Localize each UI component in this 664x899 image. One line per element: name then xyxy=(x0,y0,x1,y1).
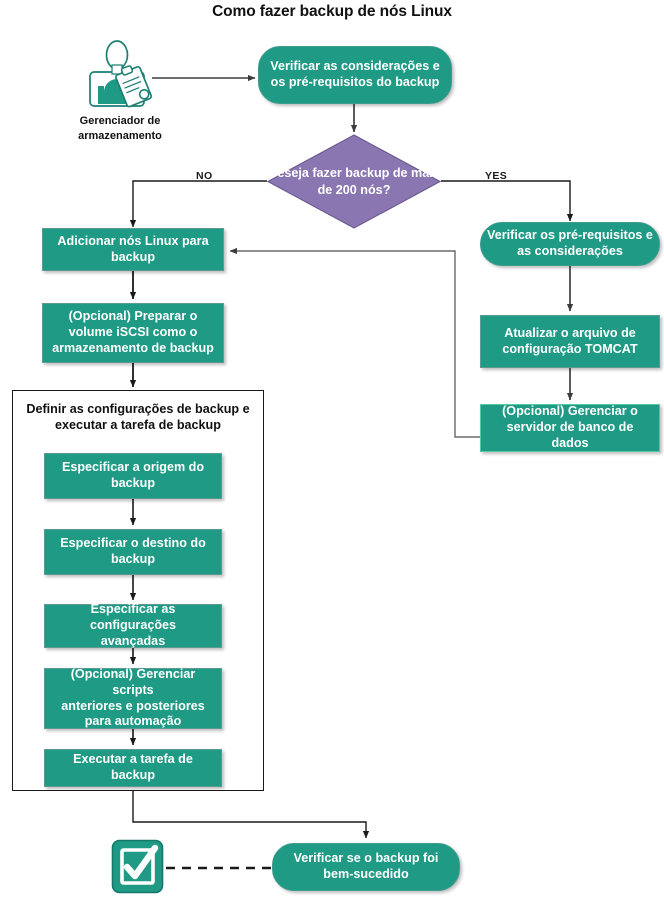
branch-label-no: NO xyxy=(196,170,213,182)
node-line1: Verificar as considerações e xyxy=(270,59,440,74)
node-line2: as considerações xyxy=(517,244,623,258)
checked-checkbox-icon xyxy=(110,838,166,896)
storage-manager-person-icon xyxy=(84,38,156,112)
node-line1: Especificar o destino do xyxy=(60,536,206,551)
node-line1: Verificar os pré-requisitos e xyxy=(487,228,653,243)
group-title: Definir as configurações de backup e exe… xyxy=(16,401,260,434)
page-title: Como fazer backup de nós Linux xyxy=(212,3,452,20)
node-line1: Atualizar o arquivo de xyxy=(504,325,636,340)
node-line2: volume iSCSI como o xyxy=(68,325,198,339)
node-line1: (Opcional) Gerenciar scripts xyxy=(70,666,196,697)
node-line2: avançadas xyxy=(100,634,166,648)
node-run-backup-job[interactable]: Executar a tarefa de backup xyxy=(44,749,222,787)
node-manage-database-server[interactable]: (Opcional) Gerenciar o servidor de banco… xyxy=(480,404,660,452)
node-line3: para automação xyxy=(84,714,182,729)
node-specify-advanced-settings[interactable]: Especificar as configurações avançadas xyxy=(44,602,222,648)
node-line1: Especificar a origem do xyxy=(61,460,205,475)
node-verify-backup-success[interactable]: Verificar se o backup foi bem-sucedido xyxy=(272,843,460,891)
node-line2: anteriores e posteriores xyxy=(61,698,205,713)
group-configure-and-run-backup xyxy=(12,390,264,791)
node-line2: backup xyxy=(110,476,156,490)
node-update-tomcat-config[interactable]: Atualizar o arquivo de configuração TOMC… xyxy=(480,315,660,368)
actor-caption-line1: Gerenciador de xyxy=(79,115,161,127)
group-title-line1: Definir as configurações de backup e xyxy=(26,402,250,416)
node-specify-backup-source[interactable]: Especificar a origem do backup xyxy=(44,453,222,499)
node-line2: bem-sucedido xyxy=(323,867,409,881)
node-line2: servidor de banco de dados xyxy=(506,420,634,450)
node-prepare-iscsi-volume[interactable]: (Opcional) Preparar o volume iSCSI como … xyxy=(42,303,224,363)
node-line2: configuração TOMCAT xyxy=(502,341,638,356)
branch-label-yes: YES xyxy=(485,170,508,182)
node-specify-backup-destination[interactable]: Especificar o destino do backup xyxy=(44,529,222,575)
node-line1: (Opcional) Preparar o xyxy=(68,309,198,324)
group-title-line2: executar a tarefa de backup xyxy=(55,418,221,433)
node-line1: (Opcional) Gerenciar o xyxy=(502,404,638,419)
node-check-prerequisites-considerations[interactable]: Verificar os pré-requisitos e as conside… xyxy=(480,222,660,266)
node-manage-pre-post-scripts[interactable]: (Opcional) Gerenciar scripts anteriores … xyxy=(44,666,222,729)
actor-caption-line2: armazenamento xyxy=(78,129,162,142)
node-line3: armazenamento de backup xyxy=(52,340,214,355)
node-add-linux-nodes[interactable]: Adicionar nós Linux para backup xyxy=(42,228,224,271)
node-line1: Especificar as configurações xyxy=(89,602,177,633)
node-line2: backup xyxy=(110,552,156,566)
node-line1: Verificar se o backup foi xyxy=(293,851,439,866)
node-verify-considerations-prerequisites[interactable]: Verificar as considerações e os pré-requ… xyxy=(258,46,452,104)
node-line2: backup xyxy=(110,249,156,264)
node-line1: Adicionar nós Linux para xyxy=(57,233,209,248)
node-decision-more-than-200-nodes[interactable]: Deseja fazer backup de mais de 200 nós? xyxy=(265,132,443,231)
node-line1: Executar a tarefa de backup xyxy=(73,752,193,782)
actor-caption: Gerenciador de armazenamento xyxy=(58,114,182,144)
node-line2: os pré-requisitos do backup xyxy=(270,75,440,89)
